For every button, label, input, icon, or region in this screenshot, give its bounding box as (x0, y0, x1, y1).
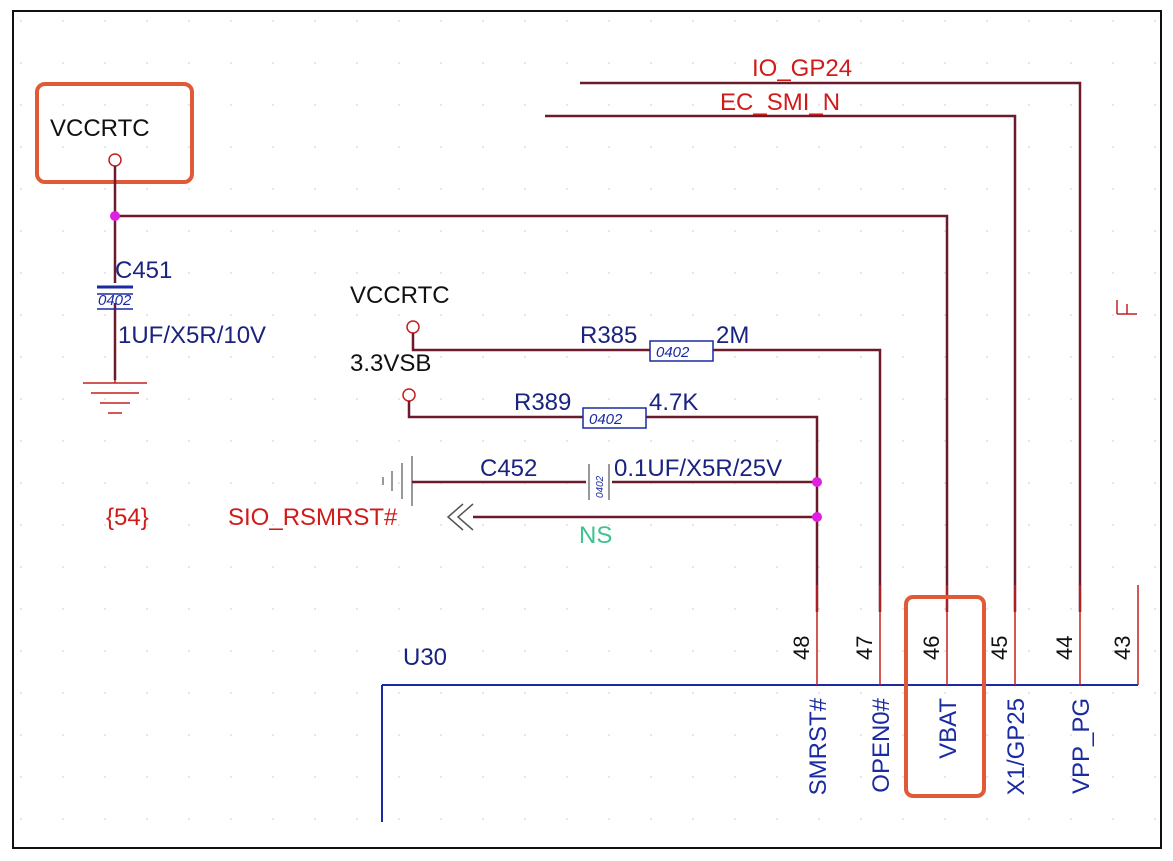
ic-pin-48-number: 48 (789, 636, 814, 660)
capacitor-c451 (97, 285, 133, 310)
c452-value: 0.1UF/X5R/25V (614, 455, 782, 482)
ground-symbol-c452 (382, 456, 413, 506)
power-port-label-vccrtc-2: VCCRTC (350, 282, 450, 309)
c452-no-stuff-note: NS (579, 522, 612, 549)
net-label-ec-smi-n: EC_SMI_N (720, 89, 840, 116)
ic-pin-44-number: 44 (1052, 636, 1077, 660)
offscreen-symbol-fragment (1116, 300, 1137, 315)
sheet-grid (14, 12, 1160, 847)
off-page-label-sio-rsmrst: SIO_RSMRST# (228, 504, 398, 531)
ic-pin-44-name: VPP_PG (1068, 698, 1095, 794)
r385-ref: R385 (580, 322, 637, 349)
c451-package: 0402 (98, 292, 132, 309)
junction-vbat (110, 211, 120, 221)
r385-package: 0402 (656, 344, 690, 361)
c451-ref: C451 (115, 257, 172, 284)
ic-pin-46-name: VBAT (935, 698, 962, 759)
ic-pin-45-number: 45 (987, 636, 1012, 660)
ic-pin-lines (816, 585, 1139, 685)
ground-symbol-c451 (83, 380, 147, 414)
c452-ref: C452 (480, 455, 537, 482)
page-reference: {54} (106, 504, 149, 531)
junction-sio-rsmrst (812, 512, 822, 522)
ic-u30-body (381, 684, 1138, 822)
c452-package: 0402 (595, 475, 606, 498)
resistor-r385 (649, 340, 714, 362)
net-io-gp24 (580, 81, 1082, 612)
power-port-label-3v3sb: 3.3VSB (350, 350, 431, 377)
r389-package: 0402 (589, 411, 623, 428)
ic-ref: U30 (403, 644, 447, 671)
off-page-connector-arrow (446, 503, 817, 531)
net-vbat (113, 166, 949, 612)
ic-pin-47-name: OPEN0# (868, 697, 895, 792)
net-label-io-gp24: IO_GP24 (752, 55, 852, 82)
ic-pin-48-name: SMRST# (805, 697, 832, 795)
capacitor-c452: 0402 (586, 462, 612, 502)
r389-value: 4.7K (649, 389, 698, 416)
r385-value: 2M (716, 322, 749, 349)
power-port-label-vccrtc: VCCRTC (50, 115, 150, 142)
c451-value: 1UF/X5R/10V (118, 322, 266, 349)
ic-pin-45-name: X1/GP25 (1003, 698, 1030, 795)
ic-pin-46-number: 46 (919, 636, 944, 660)
net-ec-smi-n (545, 114, 1017, 612)
ic-pin-43-number: 43 (1110, 636, 1135, 660)
highlight-vbat-pin (904, 595, 986, 798)
resistor-r389 (582, 407, 647, 429)
r389-ref: R389 (514, 389, 571, 416)
net-r385 (411, 333, 882, 612)
sheet-border (12, 10, 1162, 849)
net-r389 (407, 401, 819, 612)
junction-c452 (812, 477, 822, 487)
ic-pin-47-number: 47 (852, 636, 877, 660)
